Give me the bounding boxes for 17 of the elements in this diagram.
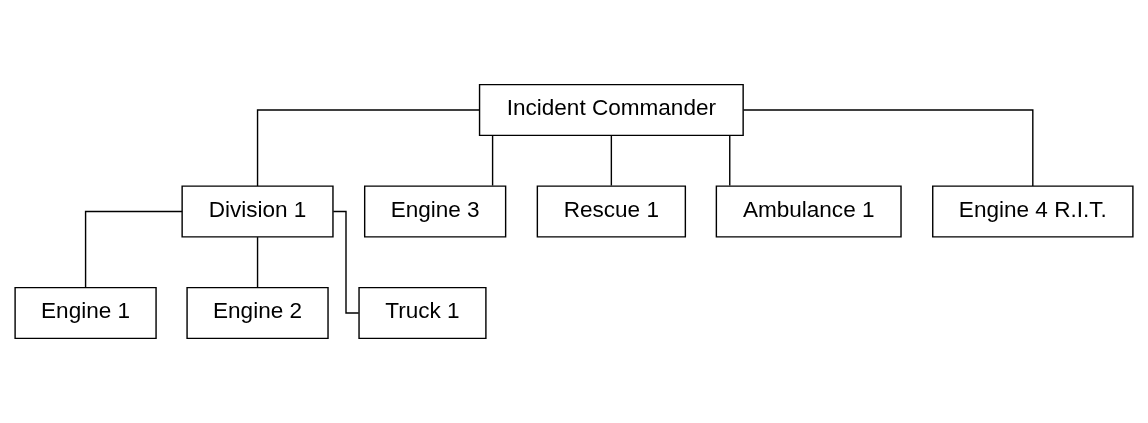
connector bbox=[84, 210, 183, 289]
connector bbox=[332, 210, 360, 314]
node-box: Incident Commander bbox=[478, 83, 744, 137]
node-box: Ambulance 1 bbox=[715, 185, 902, 238]
node-box: Engine 4 R.I.T. bbox=[932, 185, 1134, 238]
connector bbox=[742, 109, 1034, 187]
connector bbox=[256, 109, 480, 187]
connector bbox=[729, 134, 731, 187]
connector bbox=[256, 236, 259, 288]
connector bbox=[610, 134, 613, 187]
node-box: Rescue 1 bbox=[536, 185, 687, 238]
connector bbox=[491, 134, 494, 187]
node-box: Division 1 bbox=[181, 185, 334, 238]
node-box: Truck 1 bbox=[358, 286, 487, 340]
node-box: Engine 1 bbox=[14, 286, 157, 340]
node-box: Engine 2 bbox=[186, 286, 329, 340]
node-box: Engine 3 bbox=[363, 185, 507, 238]
